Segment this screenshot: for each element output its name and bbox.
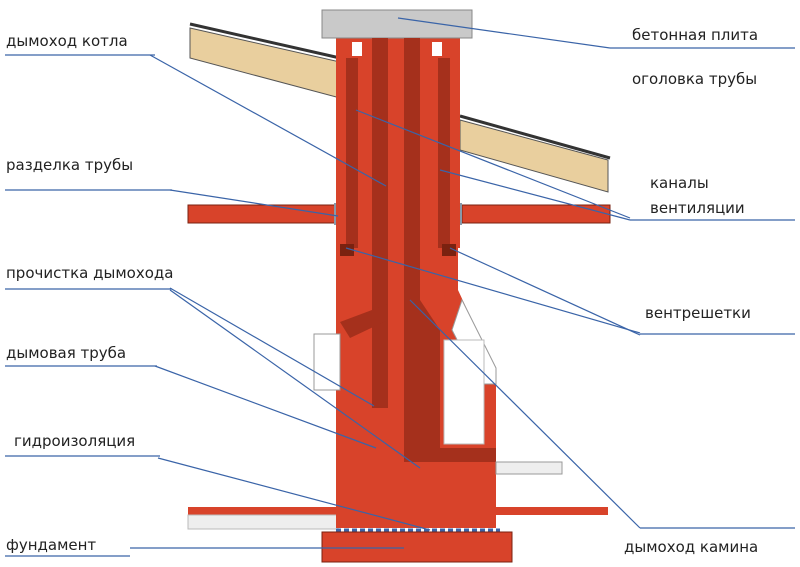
label-concrete-slab-line2: оголовка трубы	[632, 70, 757, 88]
leader-chimney-pipe	[154, 365, 377, 449]
fireplace-flue-channel	[404, 38, 420, 308]
label-chimney-pipe: дымовая труба	[6, 344, 126, 362]
label-foundation: фундамент	[6, 536, 96, 554]
boiler-flue-channel	[372, 38, 388, 408]
boiler-connector	[340, 304, 388, 338]
roof-edge	[189, 22, 341, 60]
leader-boiler-flue	[149, 54, 387, 187]
label-waterproofing: гидроизоляция	[14, 432, 135, 450]
label-vent-grilles: вентрешетки	[645, 304, 751, 322]
floor-slab-right	[461, 204, 611, 224]
leader-pipe-cutting	[169, 189, 339, 217]
label-pipe-cutting: разделка трубы	[6, 156, 133, 174]
leader-cleanout-1	[169, 287, 375, 407]
fireplace-opening	[443, 339, 485, 445]
leader-fireplace-flue	[409, 299, 641, 529]
vent-hole-left	[352, 42, 362, 56]
boiler-outlet	[313, 333, 341, 391]
label-vent-channels-line1: каналы	[650, 174, 709, 192]
fireplace-throat	[404, 300, 496, 462]
ground-light-left	[187, 514, 339, 530]
vent-hole-right	[432, 42, 442, 56]
roof-slope	[189, 27, 341, 99]
ground-slab-right	[496, 507, 608, 515]
cap-slab	[321, 9, 473, 39]
leader-vent-grille-1	[345, 247, 641, 334]
leader-vent-grille-2	[449, 247, 641, 336]
floor-slab-left	[187, 204, 337, 224]
leader-cleanout-2	[169, 289, 421, 469]
label-concrete-slab-line1: бетонная плита	[632, 26, 758, 44]
leader-concrete-slab	[397, 17, 611, 49]
hearth-plate	[495, 461, 563, 475]
foundation-block	[321, 531, 513, 563]
label-vent-channels-line2: вентиляции	[650, 199, 745, 217]
vent-grille-left	[340, 244, 354, 256]
leader-waterproofing	[157, 457, 431, 531]
vent-channel-left	[346, 58, 358, 248]
ground-slab-left	[188, 507, 338, 515]
label-fireplace-flue: дымоход камина	[624, 538, 758, 556]
leader-vent-channel-1	[355, 109, 631, 219]
roof-edge-right	[459, 114, 611, 160]
leader-vent-channel-2	[439, 169, 631, 221]
label-boiler-flue: дымоход котла	[6, 32, 128, 50]
vent-grille-right	[442, 244, 456, 256]
vent-channel-right	[438, 58, 450, 248]
label-flue-cleanout: прочистка дымохода	[6, 264, 173, 282]
